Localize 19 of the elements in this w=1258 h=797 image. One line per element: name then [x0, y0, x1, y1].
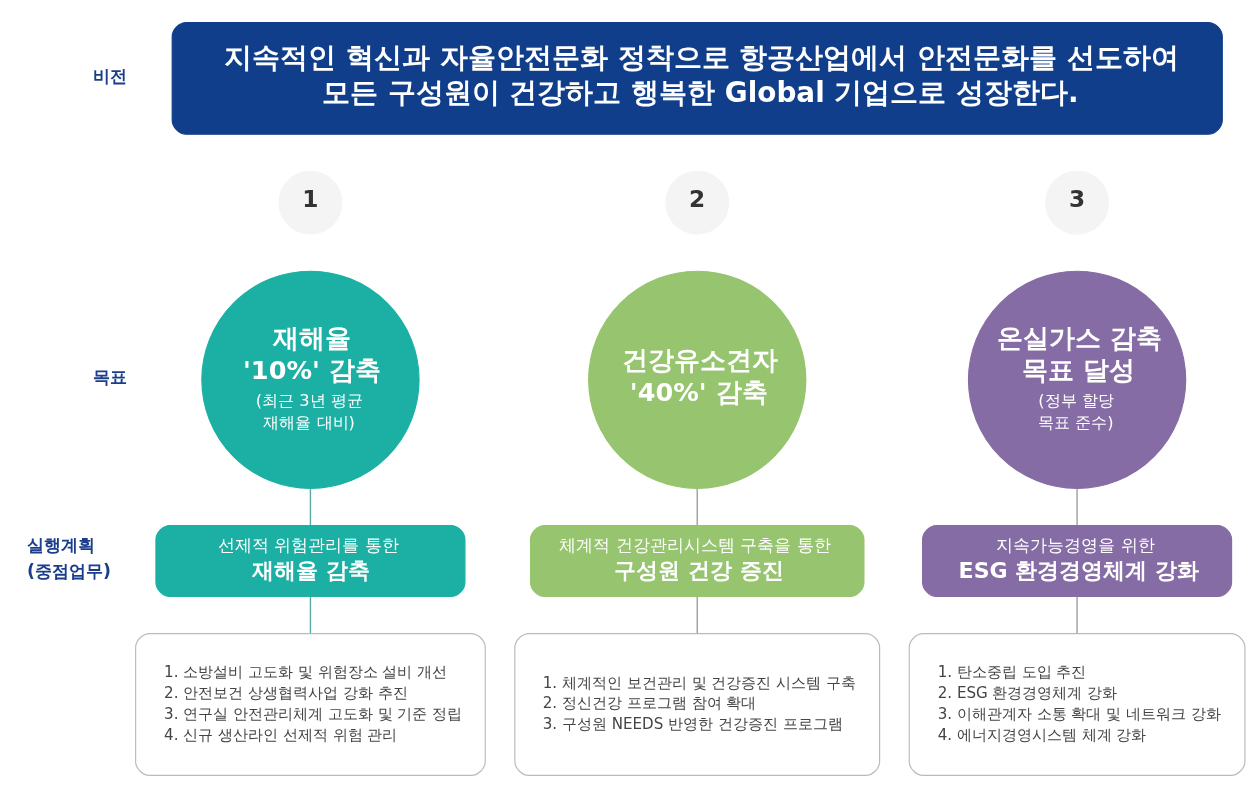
node-box: 1. 소방설비 고도화 및 위험장소 설비 개선 2. 안전보건 상생협력사업 강화 추진 3. 연구실 안전관리체계 고도화 및 기준 정립 4. 신규 생산라인 선제적 위험 관리: [135, 632, 486, 776]
node-circle: 건강유소견자 '40%' 감축: [588, 270, 807, 489]
connector: [1076, 595, 1078, 634]
connector: [696, 487, 698, 526]
node-box: 지속가능경영을 위한 ESG 환경경영체계 강화: [922, 524, 1233, 597]
label: 비전: [93, 65, 128, 86]
node-box: 1. 탄소중립 도입 추진 2. ESG 환경경영체계 강화 3. 이해관계자 소통 확대 및 네트워크 강화 4. 에너지경영시스템 체계 강화: [908, 632, 1246, 776]
node-box: 1. 체계적인 보건관리 및 건강증진 시스템 구축 2. 정신건강 프로그램 참여 확대 3. 구성원 NEEDS 반영한 건강증진 프로그램: [514, 632, 881, 776]
label: 실행계획 (중점업무): [27, 534, 111, 581]
connector: [309, 595, 312, 634]
connector: [309, 487, 312, 526]
node-circle: 온실가스 감축 목표 달성 (정부 할당 목표 준수): [967, 270, 1187, 489]
node-box: 지속적인 혁신과 자율안전문화 정착으로 항공산업에서 안전문화를 선도하여 모든 구성원이 건강하고 행복한 Global 기업으로 성장한다.: [171, 21, 1223, 135]
connector: [696, 595, 698, 634]
node-box: 선제적 위험관리를 통한 재해율 감축: [155, 524, 466, 597]
connector: [1076, 487, 1078, 526]
node-box: 체계적 건강관리시스템 구축을 통한 구성원 건강 증진: [529, 524, 865, 597]
node-circle: 재해율 '10%' 감축 (최근 3년 평균 재해율 대비): [201, 270, 420, 489]
label: 목표: [93, 366, 128, 387]
